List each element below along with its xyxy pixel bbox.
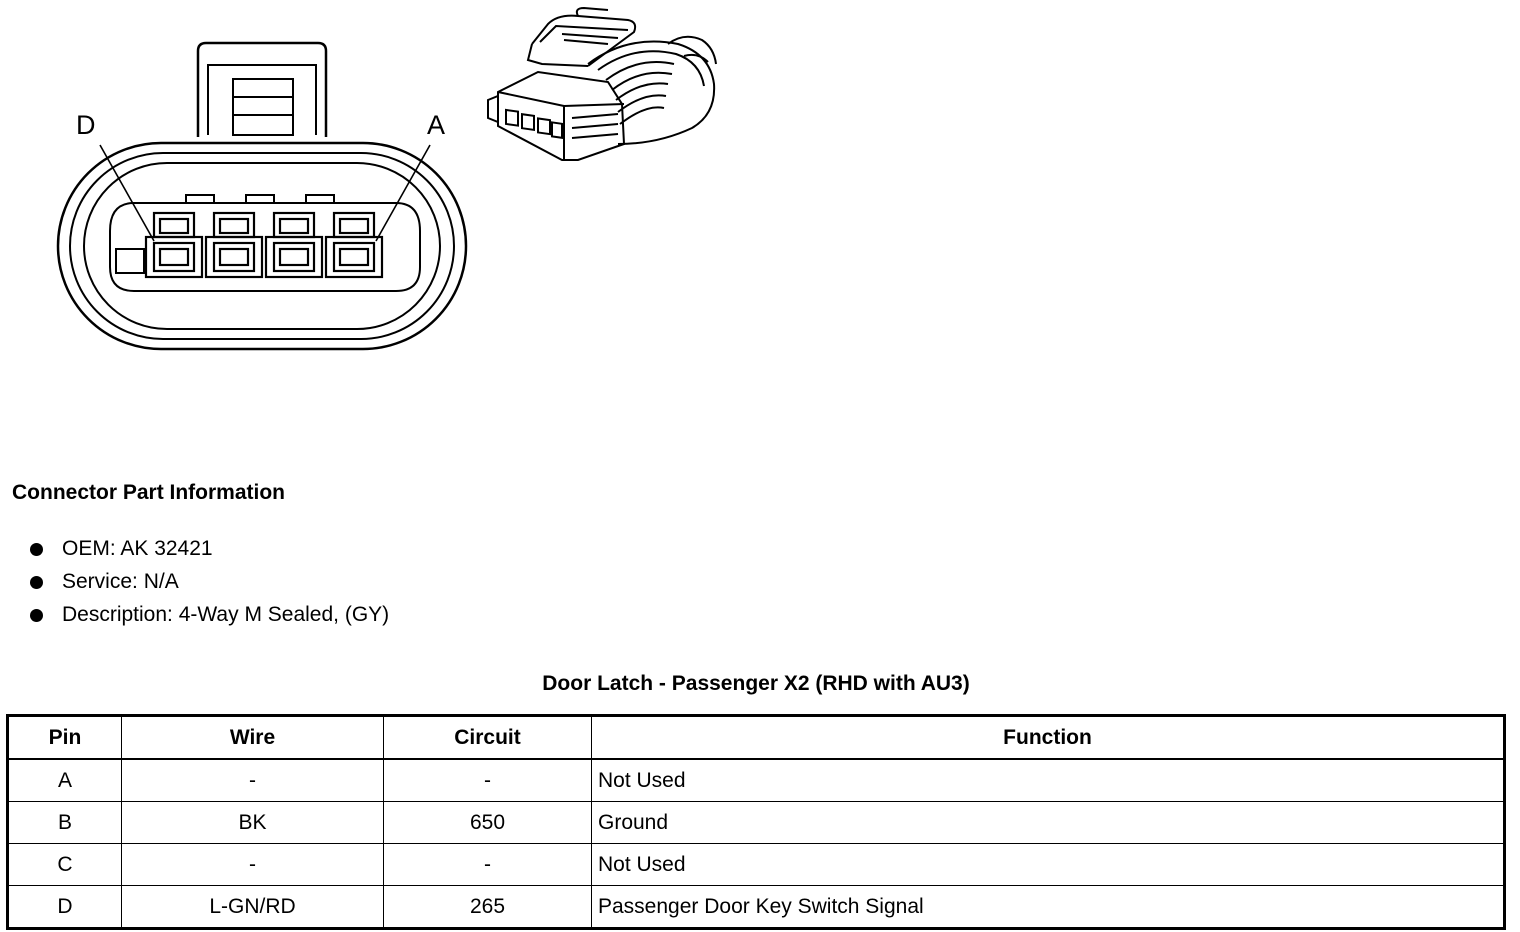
part-info-item: OEM: AK 32421 bbox=[30, 534, 389, 567]
header-function: Function bbox=[591, 715, 1505, 760]
cell-pin: A bbox=[7, 758, 122, 802]
bullet-icon bbox=[30, 543, 43, 556]
cell-wire: L-GN/RD bbox=[121, 885, 384, 929]
pinout-table: Pin Wire Circuit Function A - - Not Used… bbox=[6, 714, 1506, 930]
table-title: Door Latch - Passenger X2 (RHD with AU3) bbox=[542, 672, 970, 695]
table-row: D L-GN/RD 265 Passenger Door Key Switch … bbox=[7, 885, 1505, 929]
connector-face-diagram bbox=[56, 41, 468, 351]
cell-circuit: 650 bbox=[383, 801, 592, 844]
part-info-service: Service: N/A bbox=[62, 570, 179, 593]
cell-circuit: - bbox=[383, 758, 592, 802]
table-row: C - - Not Used bbox=[7, 843, 1505, 886]
cell-circuit: - bbox=[383, 843, 592, 886]
bullet-icon bbox=[30, 576, 43, 589]
table-row: B BK 650 Ground bbox=[7, 801, 1505, 844]
part-info-heading: Connector Part Information bbox=[12, 481, 286, 504]
table-row: A - - Not Used bbox=[7, 758, 1505, 802]
table-header-row: Pin Wire Circuit Function bbox=[7, 715, 1505, 760]
cell-pin: B bbox=[7, 801, 122, 844]
cell-function: Ground bbox=[591, 801, 1505, 844]
pin-label-a: A bbox=[427, 110, 446, 140]
cell-function: Not Used bbox=[591, 758, 1505, 802]
part-info-description: Description: 4-Way M Sealed, (GY) bbox=[62, 603, 390, 626]
part-info-item: Service: N/A bbox=[30, 567, 389, 600]
part-info-list: OEM: AK 32421 Service: N/A Description: … bbox=[30, 534, 389, 633]
cell-function: Not Used bbox=[591, 843, 1505, 886]
cell-wire: - bbox=[121, 758, 384, 802]
cell-wire: - bbox=[121, 843, 384, 886]
connector-isometric-diagram bbox=[487, 6, 717, 161]
part-info-item: Description: 4-Way M Sealed, (GY) bbox=[30, 600, 389, 633]
part-info-oem: OEM: AK 32421 bbox=[62, 537, 213, 560]
header-wire: Wire bbox=[121, 715, 384, 760]
header-circuit: Circuit bbox=[383, 715, 592, 760]
bullet-icon bbox=[30, 609, 43, 622]
pin-label-d: D bbox=[76, 110, 96, 140]
cell-wire: BK bbox=[121, 801, 384, 844]
cell-pin: C bbox=[7, 843, 122, 886]
header-pin: Pin bbox=[7, 715, 122, 760]
cell-function: Passenger Door Key Switch Signal bbox=[591, 885, 1505, 929]
cell-circuit: 265 bbox=[383, 885, 592, 929]
cell-pin: D bbox=[7, 885, 122, 929]
